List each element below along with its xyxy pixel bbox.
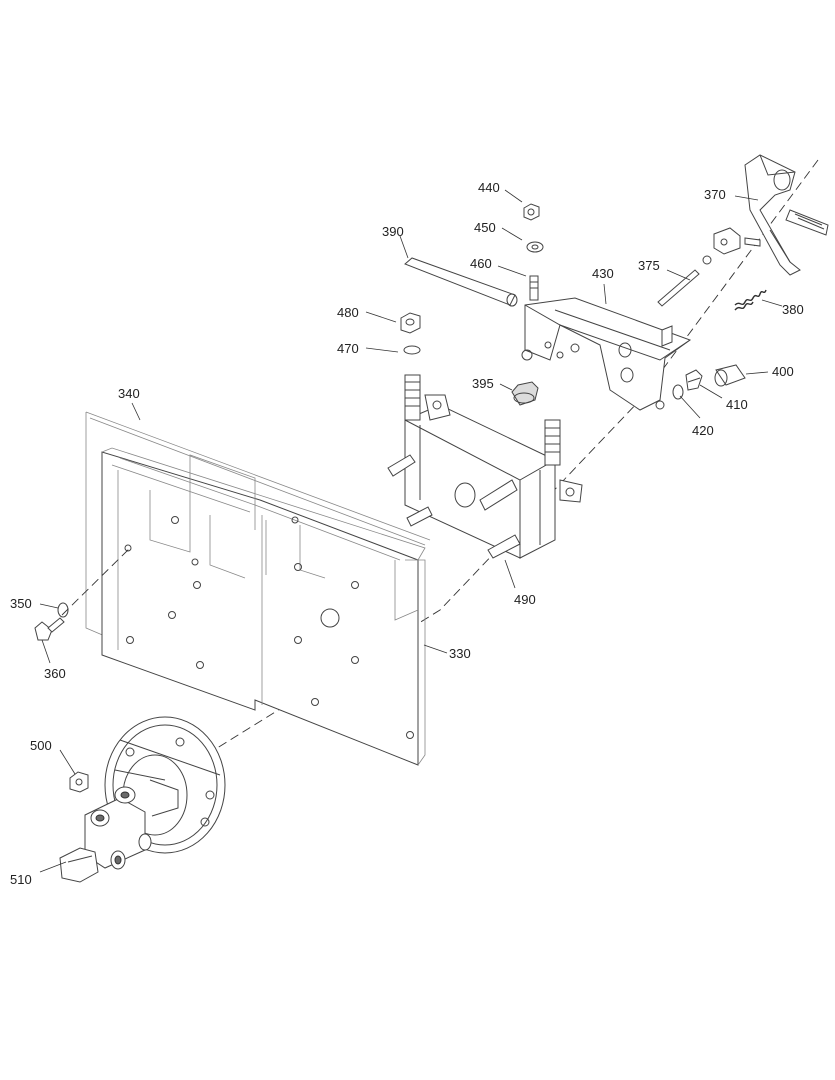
part-label-400: 400 (772, 364, 794, 379)
brake-valve-510 (59, 716, 226, 883)
washer-350 (57, 602, 69, 618)
bushing-400 (714, 364, 746, 387)
part-label-490: 490 (514, 592, 536, 607)
screw-410 (685, 369, 703, 391)
pin-375 (657, 255, 712, 307)
part-label-430: 430 (592, 266, 614, 281)
bolt-360 (34, 617, 65, 641)
part-label-330: 330 (449, 646, 471, 661)
pedal-370 (713, 154, 829, 276)
part-label-370: 370 (704, 187, 726, 202)
part-label-460: 460 (470, 256, 492, 271)
cap-395 (511, 381, 539, 406)
pedal-bracket-430 (521, 297, 692, 411)
part-label-450: 450 (474, 220, 496, 235)
assembly-axis-line (149, 159, 819, 791)
bolt-360-axis (61, 547, 131, 616)
part-label-440: 440 (478, 180, 500, 195)
washer-420 (672, 384, 684, 400)
part-label-470: 470 (337, 341, 359, 356)
nut-500 (69, 771, 89, 793)
part-label-375: 375 (638, 258, 660, 273)
main-plate-330 (101, 447, 426, 766)
part-label-480: 480 (337, 305, 359, 320)
spring-380 (734, 289, 767, 311)
part-label-500: 500 (30, 738, 52, 753)
part-label-350: 350 (10, 596, 32, 611)
part-label-395: 395 (472, 376, 494, 391)
bracket-frame-490 (387, 374, 583, 559)
part-label-360: 360 (44, 666, 66, 681)
bolt-460 (529, 275, 539, 301)
nut-440 (523, 203, 540, 221)
part-label-410: 410 (726, 397, 748, 412)
washer-470 (403, 345, 421, 355)
shaft-390 (404, 257, 518, 307)
leader-lines (39, 189, 783, 873)
part-label-390: 390 (382, 224, 404, 239)
nut-480 (400, 312, 421, 334)
washer-450 (526, 241, 544, 253)
part-label-380: 380 (782, 302, 804, 317)
part-label-340: 340 (118, 386, 140, 401)
part-label-420: 420 (692, 423, 714, 438)
part-label-510: 510 (10, 872, 32, 887)
